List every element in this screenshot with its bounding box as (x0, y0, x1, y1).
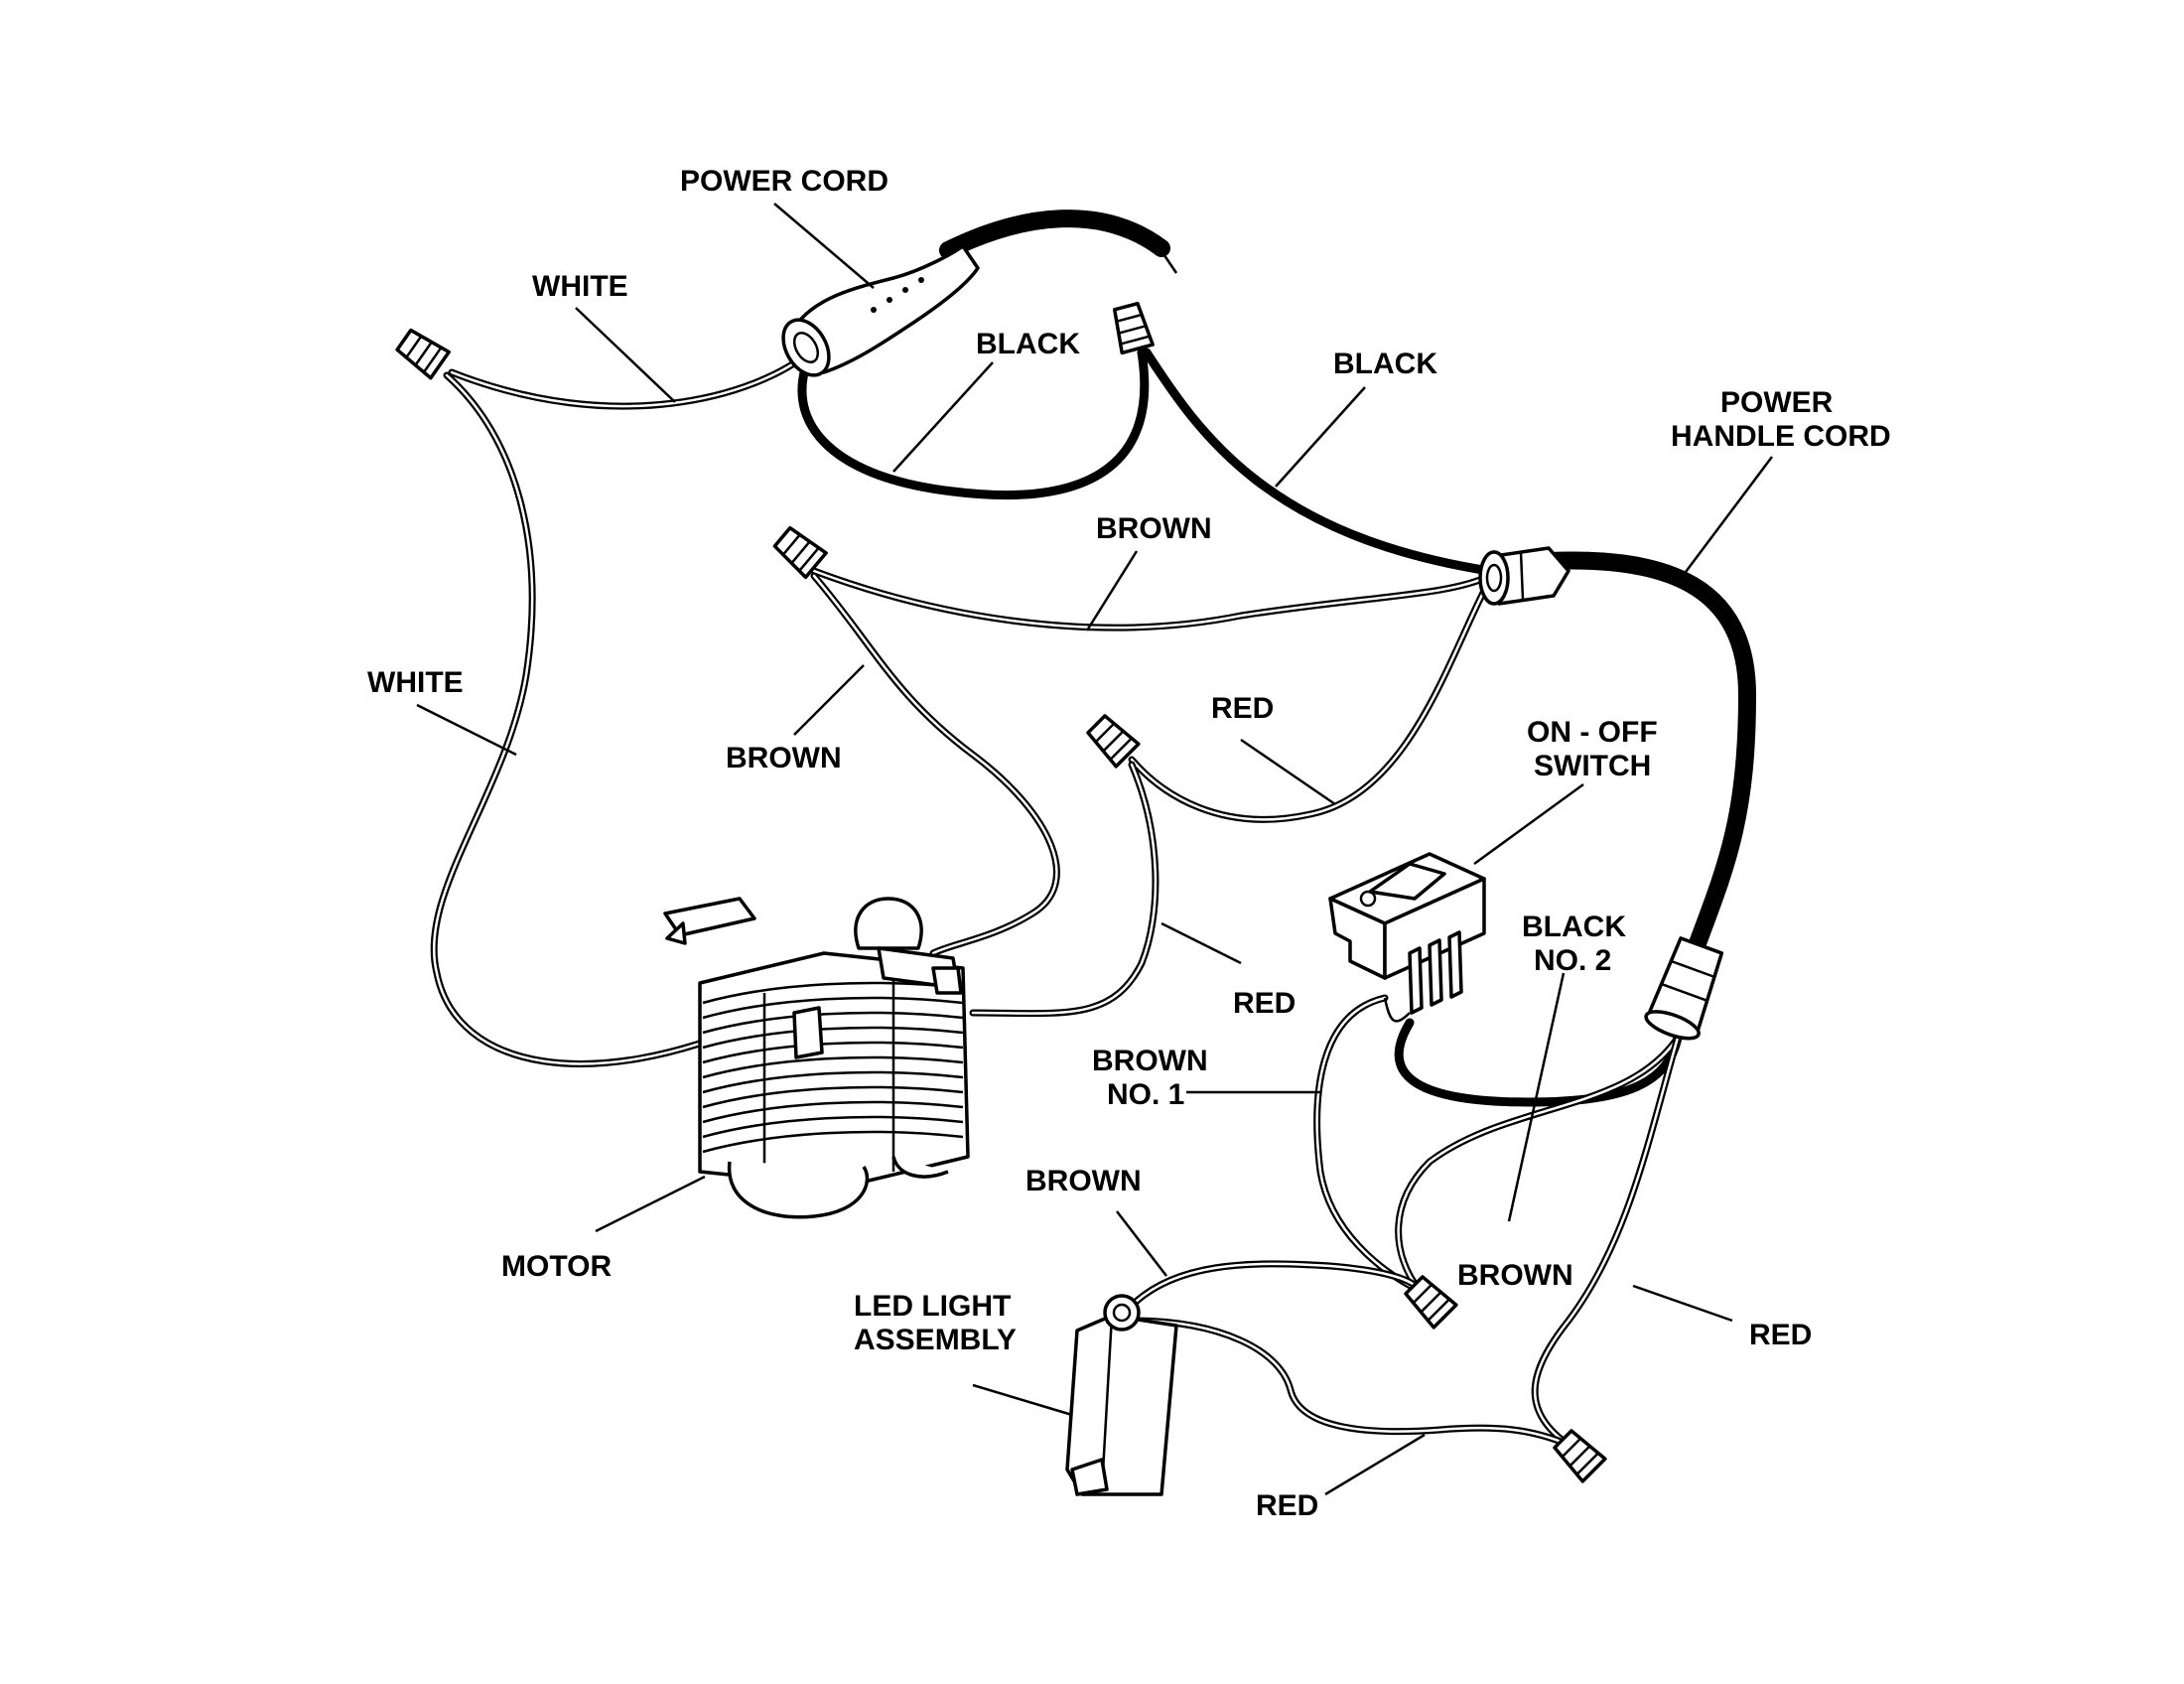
label-red-bottom: RED (1256, 1489, 1318, 1522)
wire-nut-black-top (1112, 301, 1155, 355)
red-wire-upper (1128, 577, 1493, 823)
handle-cord-connector-lower (1644, 936, 1724, 1041)
label-power-handle-cord-1: POWER (1720, 386, 1834, 419)
wires (430, 210, 1757, 1449)
brown-wire-left (810, 572, 1060, 957)
power-handle-cord-cable (1540, 551, 1757, 952)
wire-nut-brown-lower (1404, 1275, 1458, 1330)
white-wire-left (430, 371, 758, 1067)
label-brown-left: BROWN (726, 742, 842, 774)
label-brown-bottom: BROWN (1457, 1259, 1573, 1292)
label-motor: MOTOR (501, 1250, 612, 1283)
label-red-upper: RED (1211, 692, 1274, 725)
label-black-left: BLACK (976, 328, 1080, 360)
led-light-assembly (1065, 1294, 1178, 1496)
power-cord-end (1150, 235, 1178, 274)
wire-nut-red-lower (1553, 1429, 1607, 1483)
label-led-light-1: LED LIGHT (854, 1290, 1011, 1323)
power-cord-cable (939, 210, 1170, 259)
on-off-switch (1328, 852, 1486, 1023)
black-no2-wire (1394, 1018, 1683, 1107)
labels: POWER CORD WHITE BLACK BLACK POWER HANDL… (367, 165, 1891, 1522)
label-black-no2-2: NO. 2 (1534, 944, 1611, 977)
black-wire-loop (797, 348, 1150, 500)
brown-wire-top (810, 567, 1493, 632)
wire-nut-brown (772, 525, 828, 580)
label-brown-no1-1: BROWN (1092, 1045, 1208, 1077)
red-wire-bottom (1128, 1317, 1572, 1449)
label-brown-no1-2: NO. 1 (1107, 1078, 1184, 1111)
label-red-right: RED (1749, 1319, 1812, 1351)
label-power-cord: POWER CORD (680, 165, 888, 198)
leader-lines (416, 203, 1773, 1496)
power-cord-plug (781, 244, 980, 377)
label-on-off-switch-1: ON - OFF (1527, 716, 1658, 749)
motor (663, 897, 970, 1219)
label-red-motor: RED (1233, 987, 1296, 1020)
red-wire-motor (969, 761, 1160, 1018)
wire-nut-white-top (395, 328, 451, 380)
label-power-handle-cord-2: HANDLE CORD (1671, 420, 1891, 453)
label-white-left: WHITE (367, 666, 464, 699)
handle-cord-connector (1478, 546, 1570, 606)
label-on-off-switch-2: SWITCH (1534, 750, 1651, 782)
label-black-no2-1: BLACK (1522, 911, 1626, 943)
label-led-light-2: ASSEMBLY (854, 1324, 1017, 1356)
label-brown-led: BROWN (1025, 1165, 1142, 1197)
black-wire-to-handle (1142, 348, 1494, 576)
wire-nut-red-upper (1086, 714, 1141, 769)
label-brown-top: BROWN (1096, 512, 1212, 545)
label-black-right: BLACK (1333, 348, 1437, 380)
label-white-top: WHITE (532, 270, 628, 303)
